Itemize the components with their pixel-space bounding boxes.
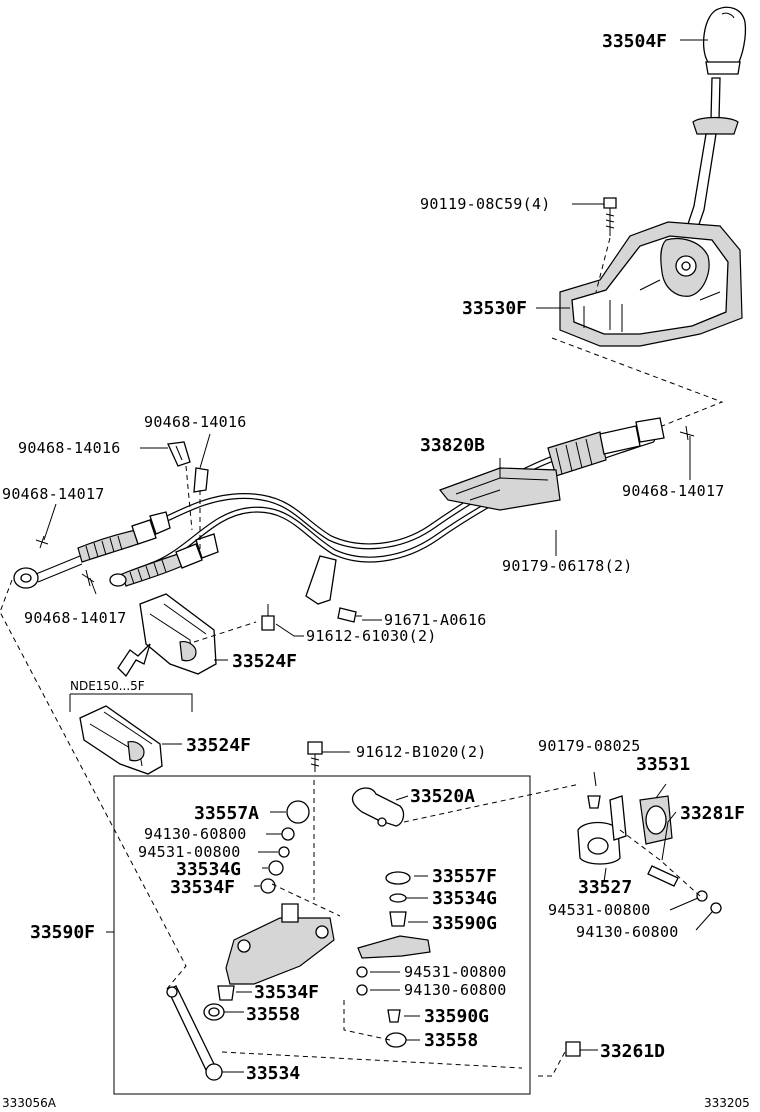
label-90468-e: 90468-14017 (24, 609, 127, 627)
label-90468-d: 90468-14017 (622, 482, 725, 500)
bracket-33524F-drawing (117, 593, 257, 678)
label-33261D: 33261D (600, 1041, 665, 1062)
corner-code-right: 333205 (704, 1096, 750, 1110)
part-labels: 33504F 90119-08C59(4) 33530F 90468-14016… (2, 31, 750, 1110)
label-91612-B1020: 91612-B1020(2) (356, 743, 487, 761)
leader-lines (43, 39, 713, 1073)
label-94130-c: 94130-60800 (404, 981, 507, 999)
shift-lever-drawing (679, 77, 739, 251)
label-33527: 33527 (578, 877, 632, 898)
label-33590G-b: 33590G (424, 1006, 489, 1027)
right-assembly-drawing (538, 795, 722, 1077)
right-kit-parts-drawing (343, 783, 581, 1048)
label-33281F: 33281F (680, 803, 745, 824)
label-91612-61030: 91612-61030(2) (306, 627, 437, 645)
shift-knob-drawing (702, 6, 747, 75)
label-33590G-a: 33590G (432, 913, 497, 934)
label-91671: 91671-A0616 (384, 611, 487, 629)
label-33534: 33534 (246, 1063, 300, 1084)
shift-housing-drawing (559, 221, 743, 347)
label-33557A: 33557A (194, 803, 259, 824)
label-33534F-b: 33534F (254, 982, 319, 1003)
label-94531-a: 94531-00800 (138, 843, 241, 861)
shift-cables-drawing (13, 417, 665, 605)
label-33590F: 33590F (30, 922, 95, 943)
label-33558-b: 33558 (424, 1030, 478, 1051)
label-94531-b: 94531-00800 (548, 901, 651, 919)
bolt-91612-B1020-drawing (307, 741, 323, 772)
label-94130-b: 94130-60800 (576, 923, 679, 941)
label-33520A: 33520A (410, 786, 475, 807)
label-33534F-a: 33534F (170, 877, 235, 898)
label-33524F-a: 33524F (232, 651, 297, 672)
label-33557F: 33557F (432, 866, 497, 887)
label-94130-a: 94130-60800 (144, 825, 247, 843)
label-33558-a: 33558 (246, 1004, 300, 1025)
label-33524F-b: 33524F (186, 735, 251, 756)
label-33820B: 33820B (420, 435, 485, 456)
label-33504F: 33504F (602, 31, 667, 52)
leader-dashed (0, 579, 187, 991)
bolt-90119-drawing (595, 197, 617, 293)
left-kit-parts-drawing (166, 780, 341, 1081)
variant-bracket-drawing (69, 693, 193, 775)
variant-note: NDE150...5F (70, 679, 145, 693)
label-33531: 33531 (636, 754, 690, 775)
label-90119: 90119-08C59(4) (420, 195, 551, 213)
corner-code-left: 333056A (2, 1096, 57, 1110)
clips-drawing (35, 425, 695, 587)
label-90468-a: 90468-14016 (144, 413, 247, 431)
label-94531-c: 94531-00800 (404, 963, 507, 981)
bolts-drawing (261, 604, 362, 631)
label-33534G-b: 33534G (432, 888, 497, 909)
label-90179-06178: 90179-06178(2) (502, 557, 633, 575)
label-90468-b: 90468-14016 (18, 439, 121, 457)
kit-box (113, 775, 531, 1095)
label-33530F: 33530F (462, 298, 527, 319)
label-33534G-a: 33534G (176, 859, 241, 880)
label-90179-08025: 90179-08025 (538, 737, 641, 755)
label-90468-c: 90468-14017 (2, 485, 105, 503)
